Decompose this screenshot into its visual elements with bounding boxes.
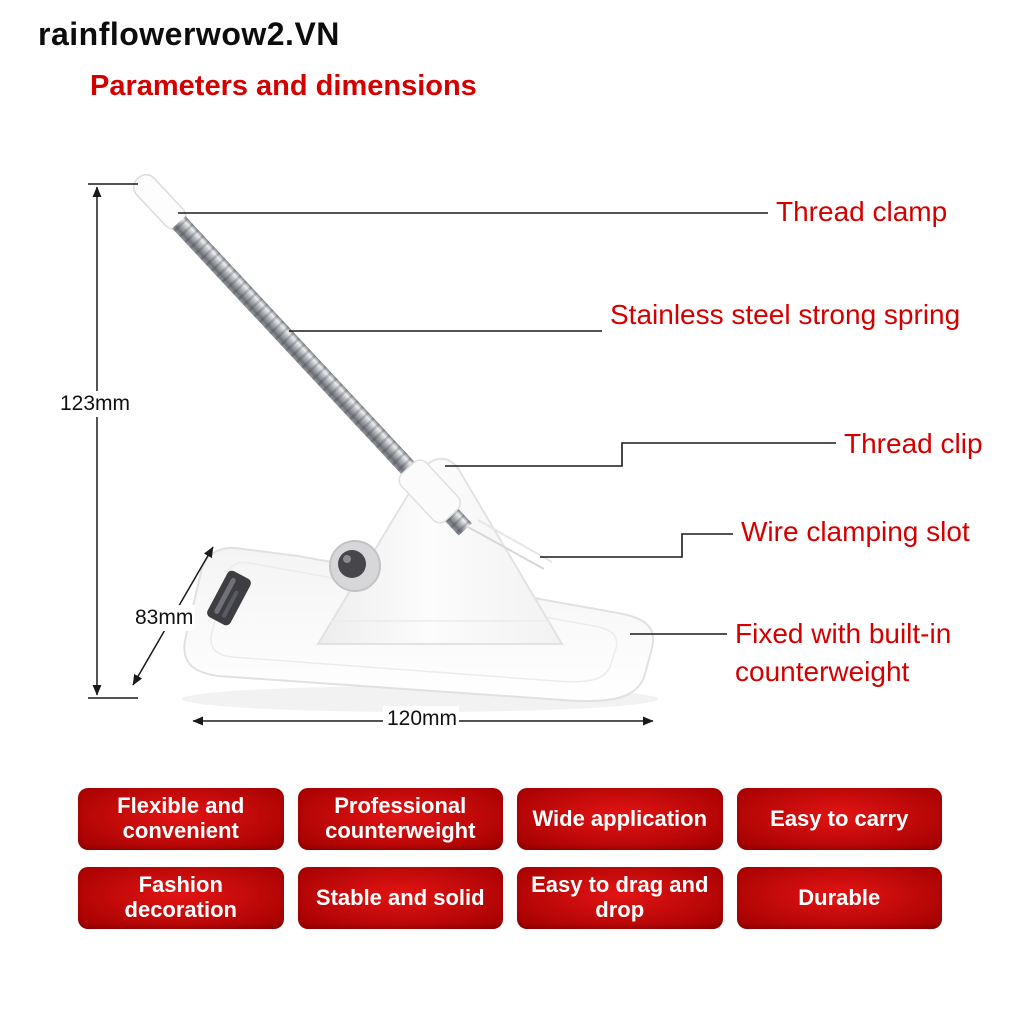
thread-clip-part	[398, 459, 462, 524]
watermark: rainflowerwow2.VN	[38, 16, 340, 52]
feature-badge-easy-carry: Easy to carry	[736, 788, 942, 850]
feature-badge-stable: Stable and solid	[297, 867, 503, 929]
callout-spring: Stainless steel strong spring	[610, 299, 961, 330]
counterweight-knob	[329, 540, 381, 592]
feature-badge-counterweight: Professional counterweight	[297, 788, 503, 850]
page-title: Parameters and dimensions	[90, 70, 477, 102]
callout-wire-slot: Wire clamping slot	[741, 516, 970, 547]
spring-assembly	[132, 174, 472, 536]
callout-thread-clip: Thread clip	[844, 428, 983, 459]
dimension-height-label: 123mm	[56, 391, 134, 417]
feature-badge-fashion: Fashion decoration	[78, 867, 284, 929]
spring-part	[172, 216, 472, 536]
feature-badge-drag-drop: Easy to drag and drop	[517, 867, 723, 929]
feature-badge-durable: Durable	[736, 867, 942, 929]
wire-slot-part	[467, 519, 553, 570]
callout-leader-lines	[178, 212, 836, 635]
feature-badge-wide-application: Wide application	[517, 788, 723, 850]
callout-thread-clamp: Thread clamp	[776, 196, 948, 227]
base-logo-stamp	[207, 570, 251, 626]
feature-badge-flexible: Flexible and convenient	[78, 788, 284, 850]
dimension-depth-label: 83mm	[131, 605, 195, 631]
dimension-width-label: 120mm	[383, 706, 459, 732]
feature-badges: Flexible and convenient Professional cou…	[78, 788, 942, 929]
callout-counterweight: Fixed with built-in counterweight	[735, 618, 952, 687]
